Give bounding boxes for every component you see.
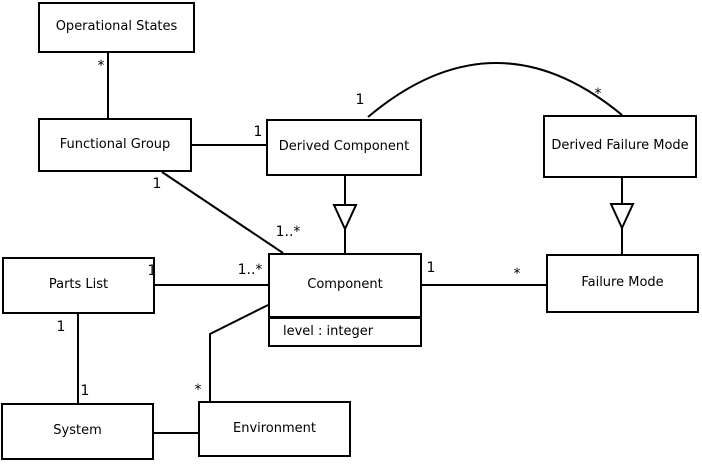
edge-functional-group-component — [161, 171, 284, 254]
class-operational-states[interactable]: Operational States — [38, 2, 195, 53]
multiplicity-environment-top-end: * — [194, 382, 202, 398]
multiplicity-parts-list-right-end: 1 — [147, 263, 157, 279]
multiplicity-failure-mode-left-end: * — [513, 266, 521, 282]
class-label: System — [53, 423, 102, 439]
multiplicity-arc-derived-failure-mode-end: * — [594, 86, 602, 102]
class-attribute: level : integer — [283, 323, 374, 339]
multiplicity-arc-derived-component-end: 1 — [355, 92, 365, 108]
edge-derived-component-derived-failure-mode-arc — [367, 62, 623, 118]
class-label: Functional Group — [59, 136, 171, 152]
multiplicity-derived-component-end: 1 — [253, 124, 263, 140]
multiplicity-component-right-end: 1 — [426, 260, 436, 276]
class-component[interactable]: Component level : integer — [268, 253, 422, 347]
class-label: Parts List — [48, 277, 109, 293]
class-label: Derived Failure Mode — [551, 138, 689, 154]
multiplicity-functional-group-end: 1 — [152, 176, 162, 192]
class-label: Operational States — [55, 19, 178, 35]
edge-component-environment — [209, 304, 269, 401]
multiplicity-parts-list-bottom-end: 1 — [56, 319, 66, 335]
class-attribute-compartment: level : integer — [270, 316, 420, 345]
class-failure-mode[interactable]: Failure Mode — [546, 254, 699, 313]
class-parts-list[interactable]: Parts List — [2, 257, 155, 314]
generalization-triangle-icon — [609, 203, 635, 231]
multiplicity-component-top-end: 1..* — [275, 224, 301, 240]
class-label: Failure Mode — [581, 275, 664, 291]
class-functional-group[interactable]: Functional Group — [38, 118, 192, 172]
class-derived-component[interactable]: Derived Component — [266, 119, 422, 176]
multiplicity-operational-states-end: * — [97, 58, 105, 74]
class-derived-failure-mode[interactable]: Derived Failure Mode — [543, 115, 697, 178]
generalization-triangle-icon — [332, 204, 358, 232]
class-label: Environment — [232, 420, 316, 436]
generalization-derived-failure-mode-failure-mode — [609, 178, 635, 254]
class-system[interactable]: System — [1, 403, 154, 460]
class-environment[interactable]: Environment — [198, 401, 351, 457]
class-label: Derived Component — [278, 139, 410, 155]
class-title-compartment: Component — [270, 255, 420, 316]
multiplicity-system-top-end: 1 — [80, 383, 90, 399]
generalization-derived-component-component — [332, 176, 358, 253]
multiplicity-component-left-end: 1..* — [237, 262, 263, 278]
class-label: Component — [307, 277, 383, 293]
